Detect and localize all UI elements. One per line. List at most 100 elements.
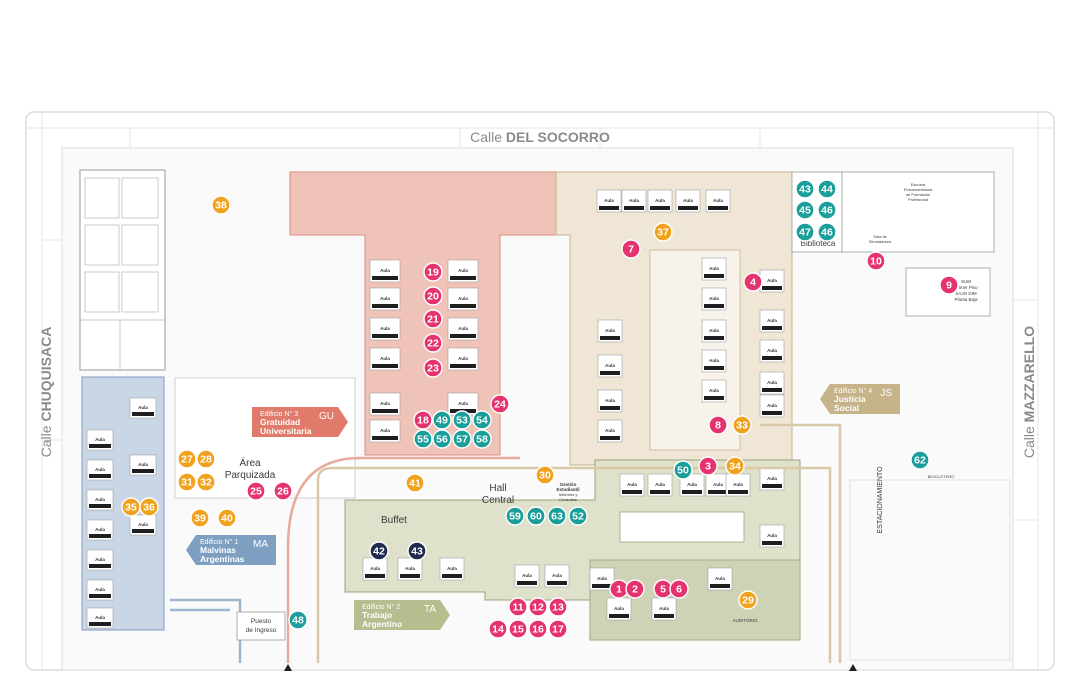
- marker-59[interactable]: 59: [505, 506, 525, 526]
- marker-44[interactable]: 44: [817, 179, 837, 199]
- marker-47[interactable]: 47: [795, 222, 815, 242]
- marker-5[interactable]: 5: [653, 579, 673, 599]
- sum-label: SUM: [961, 279, 971, 284]
- marker-20[interactable]: 20: [423, 286, 443, 306]
- marker-60[interactable]: 60: [526, 506, 546, 526]
- svg-text:Estudiantil: Estudiantil: [556, 487, 579, 492]
- classroom-label: Aula: [767, 476, 777, 481]
- marker-22[interactable]: 22: [423, 333, 443, 353]
- marker-33[interactable]: 33: [732, 415, 752, 435]
- marker-6[interactable]: 6: [669, 579, 689, 599]
- classroom: Aula: [596, 189, 622, 213]
- marker-number: 45: [799, 205, 811, 217]
- marker-number: 32: [200, 477, 212, 489]
- marker-58[interactable]: 58: [472, 429, 492, 449]
- marker-8[interactable]: 8: [708, 415, 728, 435]
- marker-number: 13: [552, 602, 564, 614]
- marker-11[interactable]: 11: [508, 597, 528, 617]
- marker-57[interactable]: 57: [452, 429, 472, 449]
- marker-62[interactable]: 62: [910, 450, 930, 470]
- classroom: Aula: [362, 557, 388, 581]
- classroom: Aula: [86, 489, 114, 511]
- marker-56[interactable]: 56: [432, 429, 452, 449]
- marker-38[interactable]: 38: [211, 195, 231, 215]
- marker-46[interactable]: 46: [817, 200, 837, 220]
- marker-43[interactable]: 43: [795, 179, 815, 199]
- marker-49[interactable]: 49: [432, 410, 452, 430]
- marker-number: 25: [250, 486, 262, 498]
- marker-28[interactable]: 28: [196, 449, 216, 469]
- marker-25[interactable]: 25: [246, 481, 266, 501]
- classroom-label: Aula: [605, 363, 615, 368]
- marker-number: 12: [532, 602, 544, 614]
- marker-30[interactable]: 30: [535, 465, 555, 485]
- marker-36[interactable]: 36: [139, 497, 159, 517]
- classroom: Aula: [705, 189, 731, 213]
- marker-16[interactable]: 16: [528, 619, 548, 639]
- marker-9[interactable]: 9: [939, 275, 959, 295]
- marker-number: 63: [551, 511, 563, 523]
- classroom: Aula: [701, 349, 727, 373]
- marker-32[interactable]: 32: [196, 472, 216, 492]
- marker-40[interactable]: 40: [217, 508, 237, 528]
- classroom-label: Aula: [605, 398, 615, 403]
- marker-24[interactable]: 24: [490, 394, 510, 414]
- marker-number: 14: [492, 624, 504, 636]
- marker-12[interactable]: 12: [528, 597, 548, 617]
- classroom-label: Aula: [522, 573, 532, 578]
- marker-number: 60: [530, 511, 542, 523]
- marker-10[interactable]: 10: [866, 251, 886, 271]
- svg-text:Primer Piso: Primer Piso: [954, 285, 978, 290]
- marker-14[interactable]: 14: [488, 619, 508, 639]
- marker-45[interactable]: 45: [795, 200, 815, 220]
- marker-55[interactable]: 55: [413, 429, 433, 449]
- classroom: Aula: [439, 557, 465, 581]
- marker-29[interactable]: 29: [738, 590, 758, 610]
- marker-2[interactable]: 2: [625, 579, 645, 599]
- marker-50[interactable]: 50: [673, 460, 693, 480]
- classroom-label: Aula: [709, 388, 719, 393]
- marker-26[interactable]: 26: [273, 481, 293, 501]
- building-name: Trabajo: [362, 610, 392, 620]
- marker-54[interactable]: 54: [472, 410, 492, 430]
- marker-31[interactable]: 31: [177, 472, 197, 492]
- hall-label-2: Central: [482, 495, 514, 506]
- marker-18[interactable]: 18: [413, 410, 433, 430]
- marker-17[interactable]: 17: [548, 619, 568, 639]
- marker-46[interactable]: 46: [817, 222, 837, 242]
- marker-43[interactable]: 43: [407, 541, 427, 561]
- marker-number: 22: [427, 338, 439, 350]
- marker-37[interactable]: 37: [653, 222, 673, 242]
- marker-number: 62: [914, 455, 926, 467]
- marker-3[interactable]: 3: [698, 456, 718, 476]
- classroom: Aula: [397, 557, 423, 581]
- marker-7[interactable]: 7: [621, 239, 641, 259]
- marker-48[interactable]: 48: [288, 610, 308, 630]
- classroom-label: Aula: [138, 522, 148, 527]
- marker-39[interactable]: 39: [190, 508, 210, 528]
- marker-19[interactable]: 19: [423, 262, 443, 282]
- classroom-label: Aula: [605, 428, 615, 433]
- marker-4[interactable]: 4: [743, 272, 763, 292]
- marker-27[interactable]: 27: [177, 449, 197, 469]
- marker-13[interactable]: 13: [548, 597, 568, 617]
- marker-number: 57: [456, 434, 468, 446]
- marker-35[interactable]: 35: [121, 497, 141, 517]
- marker-number: 59: [509, 511, 521, 523]
- marker-52[interactable]: 52: [568, 506, 588, 526]
- marker-21[interactable]: 21: [423, 309, 443, 329]
- marker-1[interactable]: 1: [609, 579, 629, 599]
- classroom-label: Aula: [683, 198, 693, 203]
- marker-63[interactable]: 63: [547, 506, 567, 526]
- classroom: Aula: [759, 371, 785, 395]
- classroom-label: Aula: [659, 606, 669, 611]
- classroom-label: Aula: [767, 278, 777, 283]
- marker-42[interactable]: 42: [369, 541, 389, 561]
- marker-53[interactable]: 53: [452, 410, 472, 430]
- west-wing: [79, 169, 166, 371]
- marker-23[interactable]: 23: [423, 358, 443, 378]
- marker-41[interactable]: 41: [405, 473, 425, 493]
- marker-15[interactable]: 15: [508, 619, 528, 639]
- marker-34[interactable]: 34: [725, 456, 745, 476]
